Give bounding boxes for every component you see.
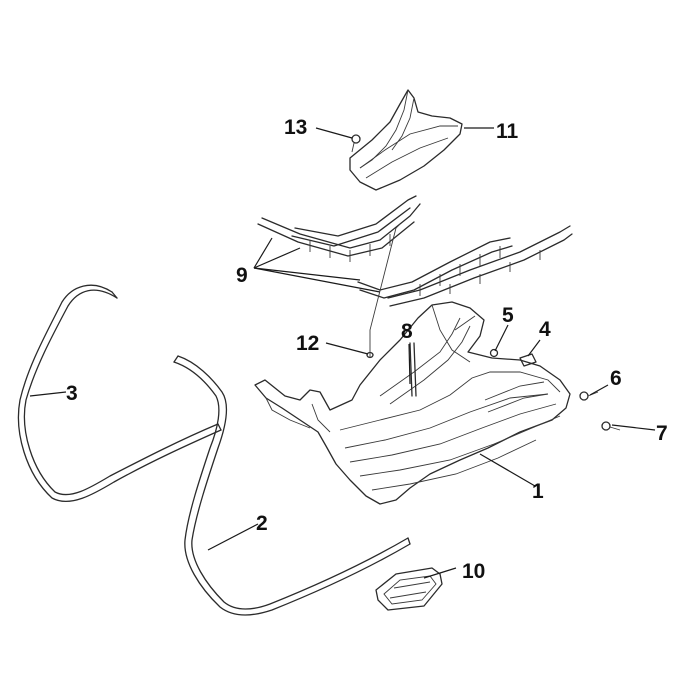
callout-2: 2	[256, 512, 268, 535]
leader-9a	[253, 237, 273, 269]
callout-1: 1	[532, 480, 544, 503]
callout-10: 10	[462, 560, 485, 583]
callout-3: 3	[66, 382, 78, 405]
callout-9: 9	[236, 264, 248, 287]
leader-8	[408, 343, 411, 385]
leader-lines	[29, 127, 656, 579]
leader-5	[494, 324, 509, 352]
part-2-edge-strip	[173, 355, 411, 616]
leader-13	[315, 127, 353, 139]
callout-7: 7	[656, 422, 668, 445]
leader-9b	[253, 247, 301, 269]
leader-4	[527, 339, 541, 357]
part-3-weatherstrip	[17, 284, 222, 503]
callout-12: 12	[296, 332, 319, 355]
leader-6	[589, 384, 609, 396]
callout-8: 8	[401, 320, 413, 343]
callout-labels: 1 2 3 4 5 6 7 8 9 10 11 12 13	[66, 116, 668, 583]
callout-4: 4	[539, 318, 551, 341]
leader-12	[325, 342, 369, 355]
leader-1	[479, 453, 536, 487]
leader-9c	[253, 267, 361, 281]
callout-11: 11	[496, 120, 519, 143]
callout-6: 6	[610, 367, 622, 390]
part-1-floor-panel	[254, 301, 571, 505]
leader-9d	[253, 267, 381, 293]
assembly-guide-line-12	[369, 223, 401, 358]
leader-3	[29, 391, 67, 397]
leader-7	[611, 424, 656, 431]
part-9-side-rails	[257, 195, 573, 307]
part-10-tray	[375, 567, 443, 611]
part-6-screw	[579, 391, 599, 401]
part-5-nut	[489, 348, 499, 358]
part-13-clip	[351, 134, 361, 153]
part-7-screw	[601, 421, 621, 431]
part-11-front-cover	[349, 89, 463, 191]
callout-13: 13	[284, 116, 307, 139]
part-8-rod	[409, 342, 417, 397]
leader-2	[207, 523, 259, 551]
callout-5: 5	[502, 304, 514, 327]
leader-10	[423, 567, 457, 579]
